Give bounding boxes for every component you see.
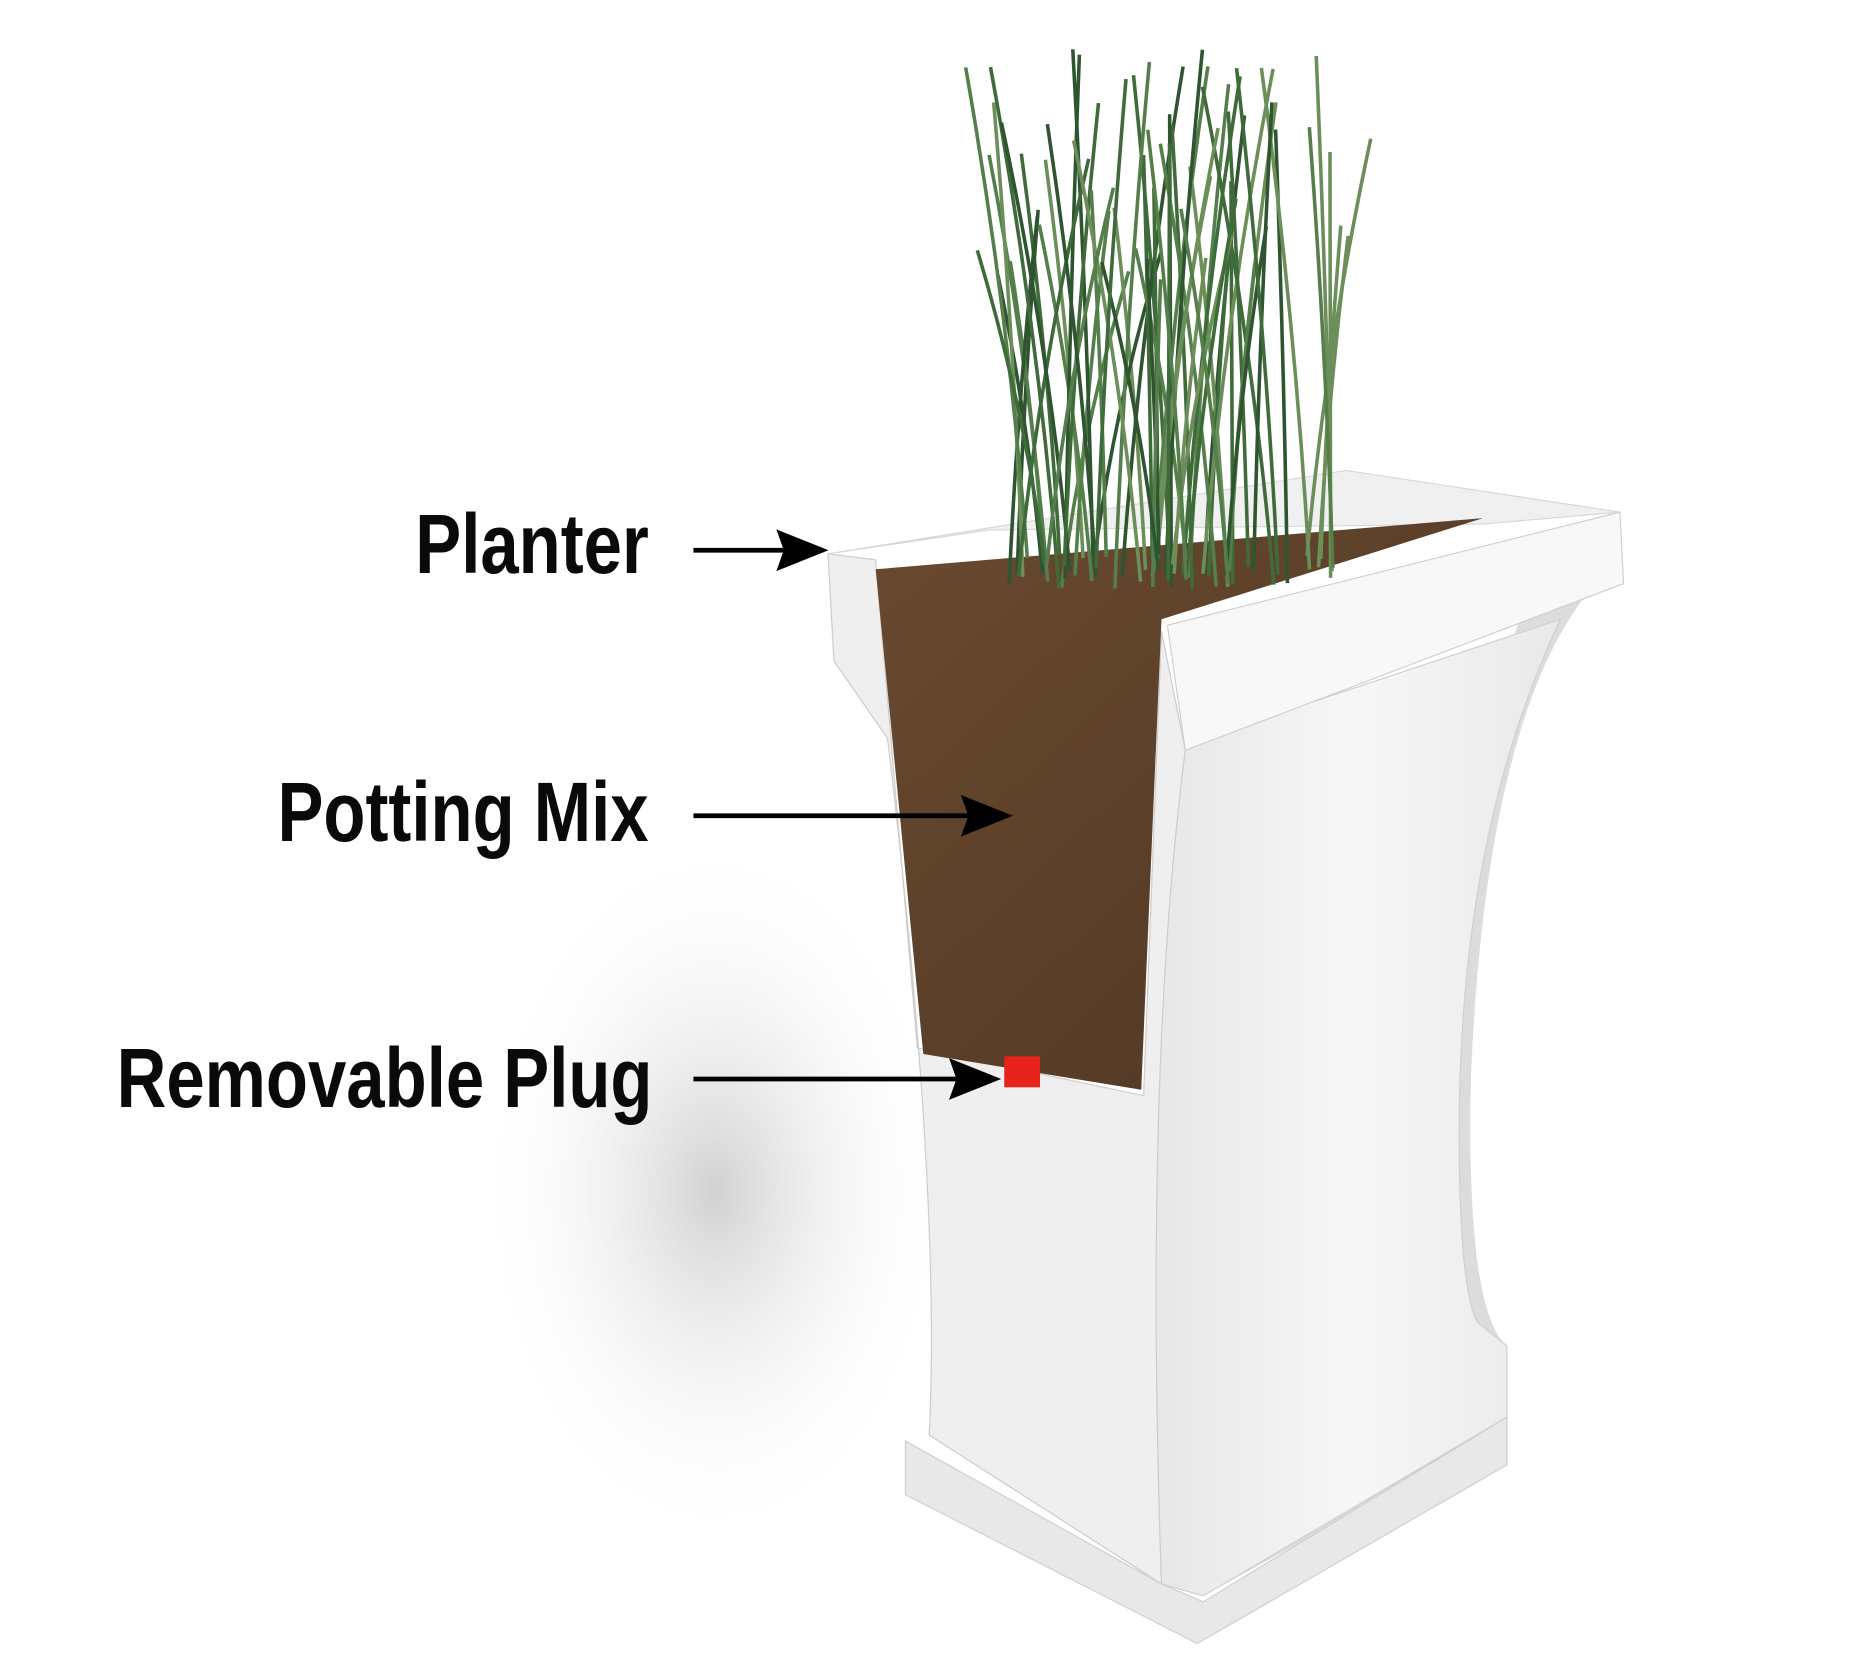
grass-blade	[1307, 126, 1335, 568]
grass-blade	[1145, 129, 1188, 580]
grass	[963, 49, 1373, 589]
planter-base	[904, 1416, 1508, 1645]
grass-blade	[1094, 78, 1128, 569]
grass-blade	[1305, 138, 1373, 556]
grass-blade	[1145, 258, 1161, 556]
grass-blade	[991, 102, 1025, 577]
grass-blade	[1226, 111, 1251, 567]
grass-blade	[1100, 261, 1161, 570]
grass-blade	[999, 122, 1072, 571]
potting-mix	[875, 518, 1484, 1090]
grass-blade	[975, 249, 1047, 564]
drop-shadow	[476, 833, 954, 1549]
label-removable-plug: Removable Plug	[117, 1031, 653, 1125]
grass-blade	[1007, 215, 1040, 585]
grass-blade	[1045, 187, 1116, 564]
grass-blade	[1112, 207, 1148, 570]
grass-blade	[1172, 257, 1208, 574]
grass-blade	[1166, 143, 1172, 581]
label-potting-mix: Potting Mix	[277, 765, 649, 859]
grass-blade	[1113, 61, 1152, 589]
grass-blade	[1224, 226, 1269, 576]
grass-blade	[1071, 140, 1143, 582]
grass-blade	[1316, 235, 1350, 568]
grass-blade	[1179, 208, 1231, 585]
planter-front-rim	[1166, 511, 1625, 752]
grass-blade	[1008, 260, 1046, 562]
arrows	[693, 529, 1014, 1100]
grass-blade	[1150, 279, 1163, 587]
grass-blade	[1234, 67, 1280, 575]
grass-blade	[1045, 123, 1098, 578]
grass-blade	[1062, 102, 1101, 567]
label-planter: Planter	[415, 497, 649, 591]
removable-plug	[1004, 1056, 1040, 1088]
grass-blade	[1181, 76, 1242, 575]
grass-blade	[963, 67, 1030, 559]
grass-blade	[1037, 224, 1094, 582]
